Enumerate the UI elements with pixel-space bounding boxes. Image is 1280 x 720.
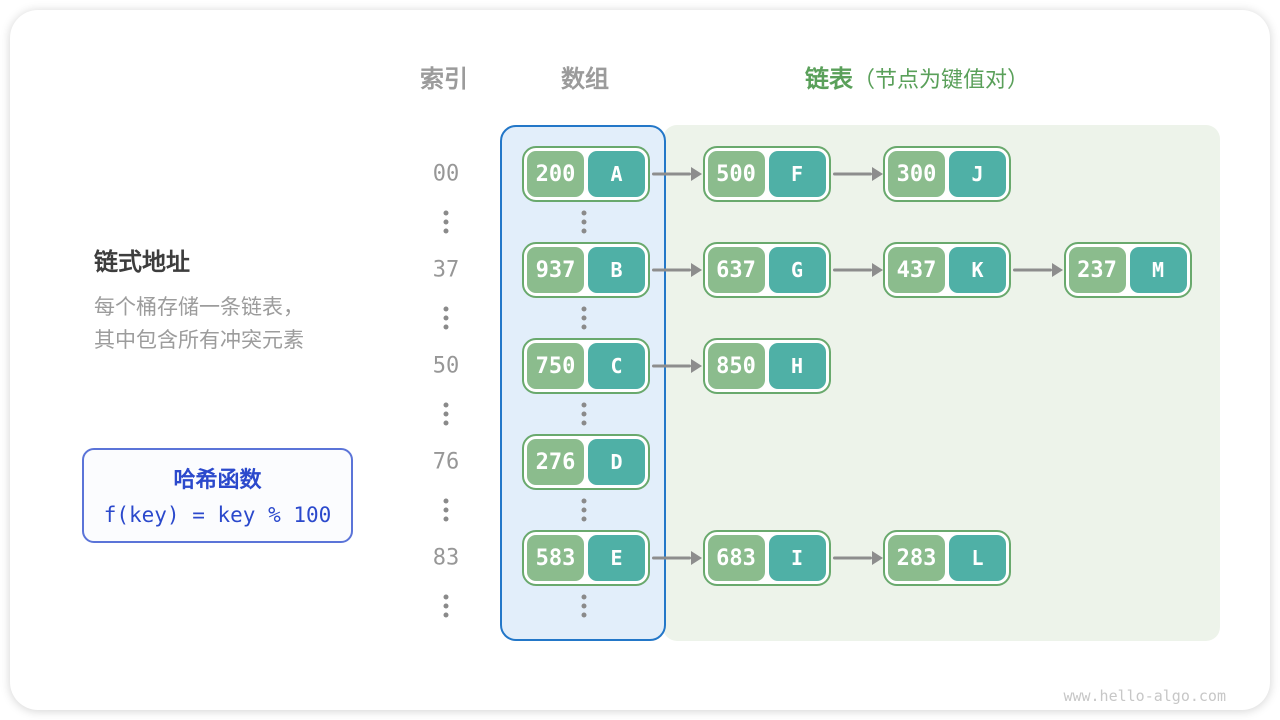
column-header-array: 数组 <box>561 66 609 93</box>
vertical-ellipsis <box>443 402 449 426</box>
watermark: www.hello-algo.com <box>1063 687 1226 705</box>
node-key: 937 <box>527 247 584 293</box>
node-value: D <box>588 439 645 485</box>
pointer-arrow-line <box>652 364 691 368</box>
vertical-ellipsis <box>443 498 449 522</box>
pointer-arrow-head <box>871 551 883 565</box>
node-key: 237 <box>1068 247 1126 293</box>
vertical-ellipsis <box>443 210 449 234</box>
pointer-arrow-head <box>871 167 883 181</box>
node-value: F <box>768 151 826 197</box>
pointer-arrow-head <box>691 167 702 181</box>
node-key: 500 <box>707 151 765 197</box>
bucket-index-label: 76 <box>432 449 460 475</box>
pointer-arrow-head <box>691 551 702 565</box>
vertical-ellipsis <box>581 594 587 618</box>
pointer-arrow-line <box>652 556 691 560</box>
vertical-ellipsis <box>581 498 587 522</box>
hash-function-title: 哈希函数 <box>173 467 262 492</box>
description-line-1: 每个桶存储一条链表， <box>94 296 304 319</box>
hash-function-formula: f(key) = key % 100 <box>103 503 332 527</box>
pointer-arrow-line <box>832 172 872 176</box>
bucket-index-label: 37 <box>432 257 460 283</box>
hash-function-box: 哈希函数 f(key) = key % 100 <box>82 448 353 543</box>
linked-list-header-note: （节点为键值对） <box>853 67 1030 92</box>
column-header-index: 索引 <box>420 66 468 93</box>
node-key: 300 <box>888 151 945 197</box>
vertical-ellipsis <box>581 306 587 330</box>
node-key: 583 <box>527 535 584 581</box>
node-value: C <box>588 343 645 389</box>
pointer-arrow-head <box>691 359 702 373</box>
vertical-ellipsis <box>581 210 587 234</box>
bucket-index-label: 00 <box>432 161 460 187</box>
node-value: B <box>588 247 645 293</box>
bucket-index-label: 50 <box>432 353 460 379</box>
bucket-index-label: 83 <box>432 545 460 571</box>
pointer-arrow-line <box>652 268 691 272</box>
node-key: 750 <box>527 343 584 389</box>
node-value: J <box>949 151 1006 197</box>
node-value: I <box>768 535 826 581</box>
vertical-ellipsis <box>443 306 449 330</box>
node-value: M <box>1129 247 1187 293</box>
pointer-arrow-head <box>1052 263 1063 277</box>
node-value: E <box>588 535 645 581</box>
pointer-arrow-line <box>832 268 872 272</box>
pointer-arrow-line <box>832 556 872 560</box>
pointer-arrow-head <box>871 263 883 277</box>
node-value: L <box>949 535 1006 581</box>
node-value: A <box>588 151 645 197</box>
node-key: 683 <box>707 535 765 581</box>
section-description: 每个桶存储一条链表， 其中包含所有冲突元素 <box>94 291 304 357</box>
node-value: G <box>768 247 826 293</box>
column-header-linked-list: 链表（节点为键值对） <box>805 64 1105 96</box>
node-key: 276 <box>527 439 584 485</box>
linked-list-header-label: 链表 <box>805 66 853 93</box>
vertical-ellipsis <box>581 402 587 426</box>
description-line-2: 其中包含所有冲突元素 <box>94 329 304 352</box>
node-value: K <box>949 247 1006 293</box>
node-key: 637 <box>707 247 765 293</box>
node-key: 437 <box>888 247 945 293</box>
node-value: H <box>768 343 826 389</box>
node-key: 850 <box>707 343 765 389</box>
pointer-arrow-line <box>652 172 691 176</box>
pointer-arrow-head <box>691 263 702 277</box>
pointer-arrow-line <box>1013 268 1052 272</box>
node-key: 200 <box>527 151 584 197</box>
vertical-ellipsis <box>443 594 449 618</box>
node-key: 283 <box>888 535 945 581</box>
section-title: 链式地址 <box>94 249 190 276</box>
